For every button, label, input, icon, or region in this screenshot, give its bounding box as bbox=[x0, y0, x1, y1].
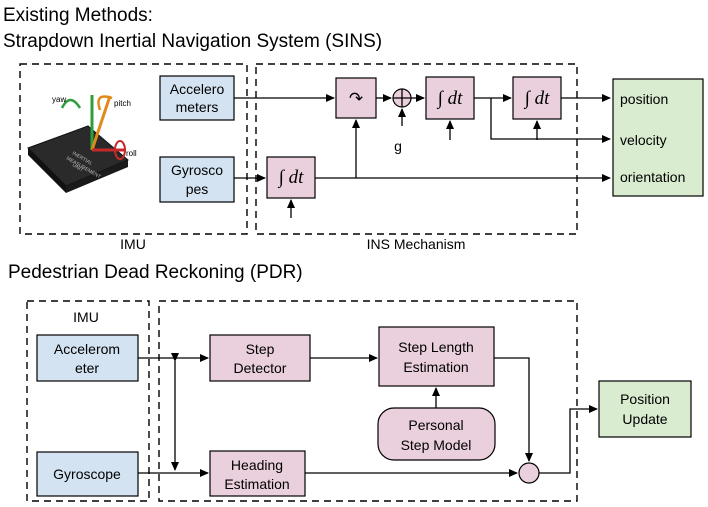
position-update-label-1: Position bbox=[620, 391, 670, 407]
step-detector-box bbox=[209, 334, 311, 382]
integrator-velocity-label: ∫ dt bbox=[437, 88, 463, 110]
personal-step-model-label-2: Step Model bbox=[401, 437, 472, 453]
pitch-label: pitch bbox=[114, 99, 131, 108]
pdr-connectors bbox=[138, 353, 598, 477]
sum-junction bbox=[392, 88, 412, 108]
step-length-label-1: Step Length bbox=[398, 339, 474, 355]
ins-mechanism-region bbox=[255, 63, 578, 235]
existing-methods-title: Existing Methods: bbox=[3, 5, 153, 26]
step-length-box bbox=[378, 326, 495, 387]
gyroscopes-box bbox=[159, 156, 235, 203]
integrator-velocity-box bbox=[425, 76, 475, 120]
pdr-gyroscope-box bbox=[36, 451, 139, 497]
step-detector-label-1: Step bbox=[246, 341, 275, 357]
integrator-position-label: ∫ dt bbox=[524, 88, 550, 110]
imu-chip-illustration: yaw pitch roll INERTIAL MEASUREMENT UNIT bbox=[27, 95, 137, 193]
heading-estimation-box bbox=[209, 450, 306, 497]
integrator-orientation-label: ∫ dt bbox=[278, 167, 304, 189]
rotation-icon: ↷ bbox=[349, 89, 363, 108]
step-length-label-2: Estimation bbox=[403, 359, 468, 375]
heading-estimation-label-2: Estimation bbox=[224, 476, 289, 492]
position-update-box bbox=[598, 380, 692, 438]
pdr-accelerometer-box bbox=[36, 334, 139, 382]
personal-step-model-label-1: Personal bbox=[408, 417, 463, 433]
output-velocity: velocity bbox=[620, 132, 667, 148]
pdr-title: Pedestrian Dead Reckoning (PDR) bbox=[8, 262, 303, 283]
yaw-label: yaw bbox=[52, 95, 66, 104]
step-detector-label-2: Detector bbox=[234, 360, 287, 376]
integrator-position-box bbox=[512, 76, 562, 120]
pdr-gyroscope-label: Gyroscope bbox=[53, 466, 121, 482]
pitch-axis bbox=[90, 95, 112, 151]
pdr-accelerometer-label-2: eter bbox=[75, 360, 99, 376]
output-position: position bbox=[620, 91, 668, 107]
gravity-label: g bbox=[394, 138, 402, 154]
ins-mechanism-label: INS Mechanism bbox=[367, 236, 466, 252]
sins-outputs-box bbox=[612, 78, 704, 197]
sins-title: Strapdown Inertial Navigation System (SI… bbox=[3, 31, 382, 52]
sins-imu-region bbox=[19, 63, 248, 235]
output-orientation: orientation bbox=[620, 169, 685, 185]
roll-label: roll bbox=[126, 149, 137, 158]
pdr-imu-region bbox=[26, 300, 150, 502]
rotation-box bbox=[335, 77, 377, 119]
gyroscopes-label-1: Gyrosco bbox=[171, 162, 223, 178]
combine-junction bbox=[518, 462, 540, 484]
sins-connectors bbox=[234, 94, 611, 218]
pdr-processing-region bbox=[158, 300, 578, 502]
accelerometers-box bbox=[159, 75, 235, 121]
sins-imu-label: IMU bbox=[120, 236, 146, 252]
gyroscopes-label-2: pes bbox=[186, 181, 209, 197]
pdr-accelerometer-label-1: Accelerom bbox=[54, 341, 120, 357]
accelerometers-label-1: Accelero bbox=[170, 81, 225, 97]
pdr-imu-label: IMU bbox=[73, 309, 99, 325]
chip-text-3: UNIT bbox=[71, 163, 84, 174]
accelerometers-label-2: meters bbox=[176, 99, 219, 115]
heading-estimation-label-1: Heading bbox=[231, 457, 283, 473]
position-update-label-2: Update bbox=[622, 411, 667, 427]
